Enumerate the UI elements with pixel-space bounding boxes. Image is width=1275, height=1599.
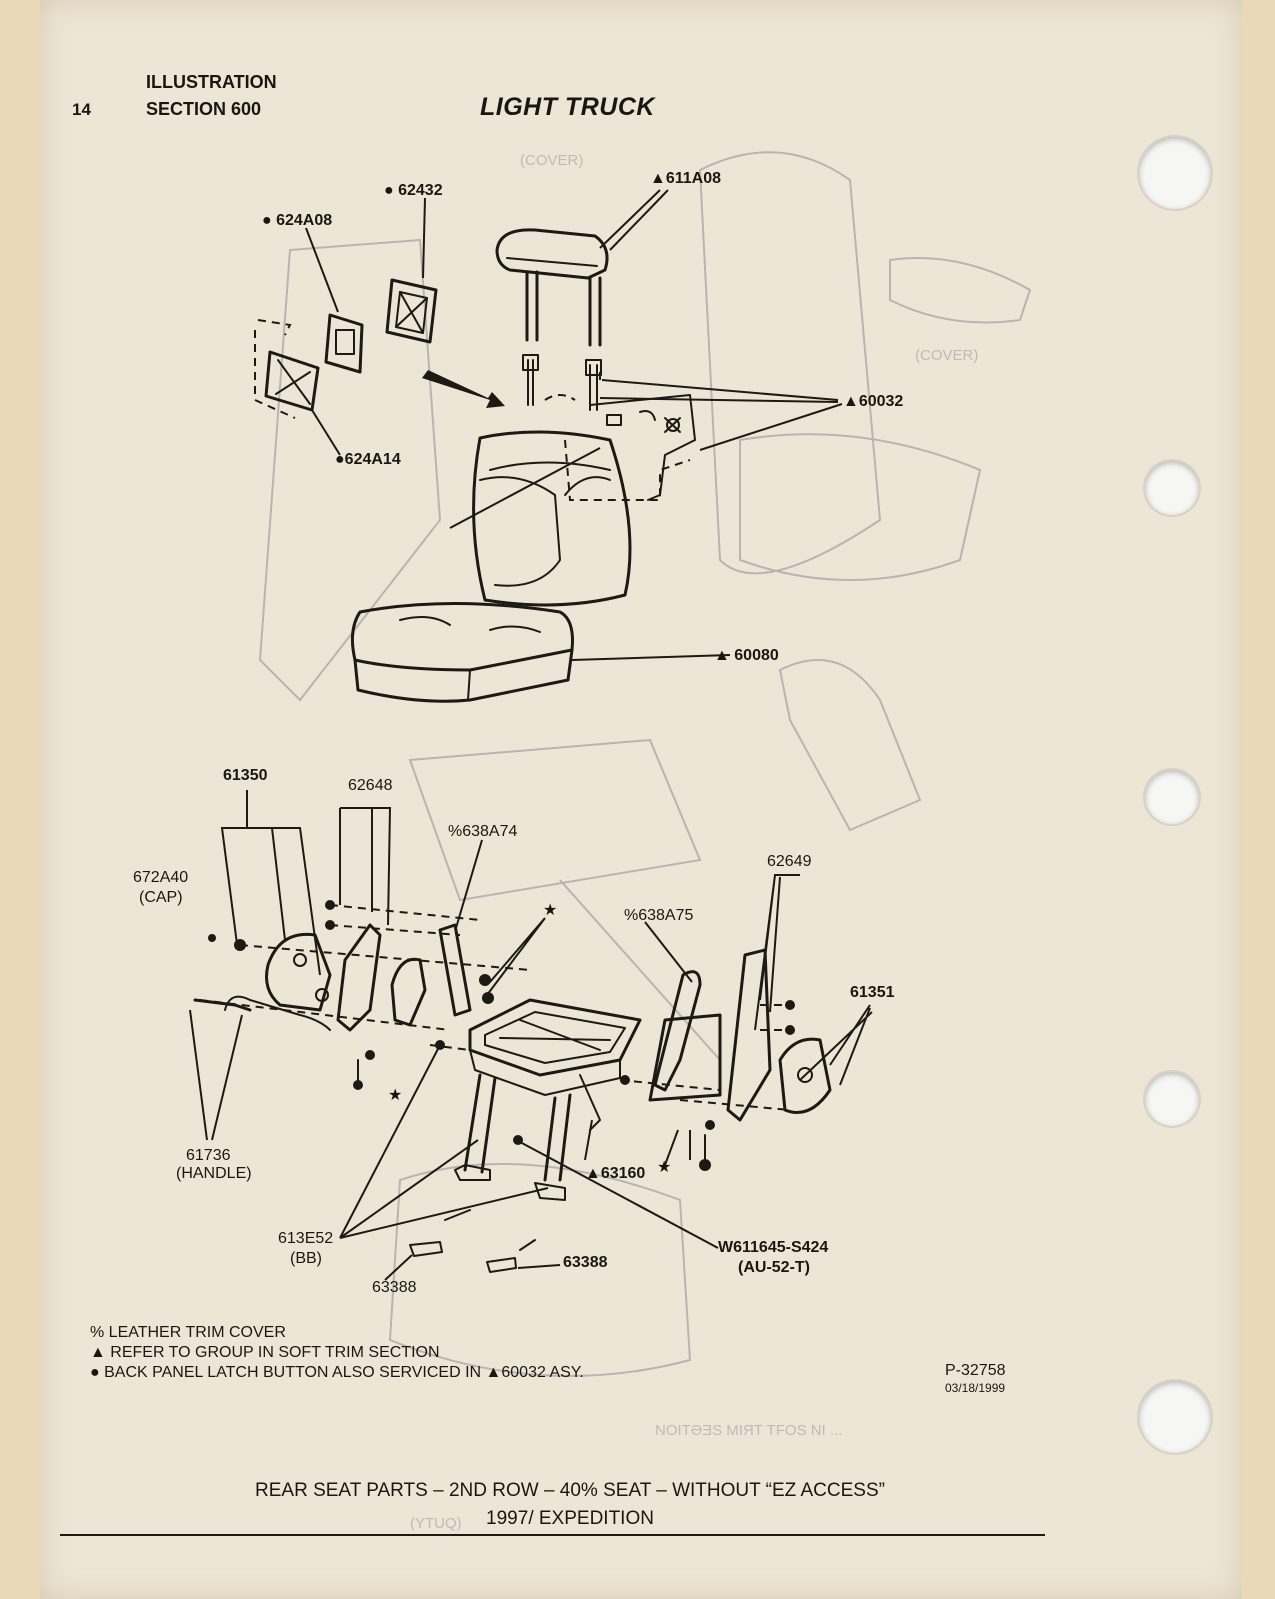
callout-60032: ▲60032	[843, 393, 903, 410]
callout-672A40: 672A40	[133, 869, 188, 886]
direction-arrow	[422, 370, 505, 408]
callout-61736-sub: (HANDLE)	[176, 1165, 252, 1182]
callout-672A40-sub: (CAP)	[139, 889, 183, 906]
callout-624A08: ● 624A08	[262, 212, 332, 229]
callout-W611645: W611645-S424	[718, 1239, 828, 1256]
callout-624A14: ●624A14	[335, 451, 401, 468]
bleed-text: (COVER)	[915, 347, 978, 364]
callout-W611645-sub: (AU-52-T)	[738, 1259, 810, 1276]
part-reference-number: P-32758	[945, 1362, 1006, 1379]
part-reference-date: 03/18/1999	[945, 1381, 1006, 1395]
bleed-text: (YTUQ)	[410, 1515, 462, 1532]
fasteners: ★ ★ ★	[199, 900, 795, 1273]
legend-soft-trim: ▲ REFER TO GROUP IN SOFT TRIM SECTION	[90, 1344, 440, 1361]
callout-62432: ● 62432	[384, 182, 443, 199]
bleed-text: (COVER)	[520, 152, 583, 169]
caption-title: REAR SEAT PARTS – 2ND ROW – 40% SEAT – W…	[255, 1480, 885, 1501]
callout-62649: 62649	[767, 853, 812, 870]
binder-hole-1	[1139, 137, 1211, 209]
callout-61351: 61351	[850, 984, 895, 1001]
headrest	[495, 228, 609, 411]
header-section: SECTION 600	[146, 99, 262, 119]
binder-hole-5	[1139, 1381, 1211, 1453]
callout-61350: 61350	[223, 767, 268, 784]
legend-latch-button: ● BACK PANEL LATCH BUTTON ALSO SERVICED …	[90, 1364, 584, 1381]
bottom-rule	[60, 1534, 1045, 1536]
catalog-page	[40, 0, 1242, 1599]
callout-611A08: ▲611A08	[650, 170, 721, 187]
callout-60080: ▲ 60080	[714, 647, 779, 664]
callout-62648: 62648	[348, 777, 393, 794]
binder-hole-3	[1145, 770, 1199, 824]
seat-frame	[454, 998, 642, 1201]
callout-61736: 61736	[186, 1147, 231, 1164]
callout-638A74: %638A74	[448, 823, 517, 840]
callout-638A75: %638A75	[624, 907, 693, 924]
bleed-text: NOITƏƎS MIЯT TFOS NI ...	[655, 1422, 842, 1439]
binder-hole-2	[1145, 461, 1199, 515]
leader-lines	[189, 189, 873, 1281]
callout-613E52-sub: (BB)	[290, 1250, 322, 1267]
page-number: 14	[72, 100, 91, 119]
callout-63388-left: 63388	[372, 1279, 417, 1296]
page-title: LIGHT TRUCK	[480, 93, 655, 121]
callout-63160: ▲63160	[585, 1165, 645, 1182]
back-panel	[589, 394, 696, 501]
svg-text:★: ★	[543, 902, 557, 919]
callout-63388-right: 63388	[563, 1254, 608, 1271]
svg-text:★: ★	[388, 1087, 402, 1104]
caption-model: 1997/ EXPEDITION	[486, 1508, 654, 1529]
svg-text:★: ★	[657, 1159, 671, 1176]
seat-cushion	[350, 602, 574, 703]
callout-labels: ▲611A08 ● 62432 ● 624A08 ▲60032 ●624A14 …	[133, 170, 903, 1296]
bleed-through-artwork: (COVER) (COVER) NOITƏƎS MIЯT TFOS NI ...…	[258, 151, 1032, 1532]
callout-613E52: 613E52	[278, 1230, 333, 1247]
header-illustration: ILLUSTRATION	[146, 72, 277, 92]
binder-hole-4	[1145, 1072, 1199, 1126]
right-brackets	[648, 948, 832, 1122]
legend-leather: % LEATHER TRIM COVER	[90, 1324, 286, 1341]
seat-back	[472, 394, 691, 607]
